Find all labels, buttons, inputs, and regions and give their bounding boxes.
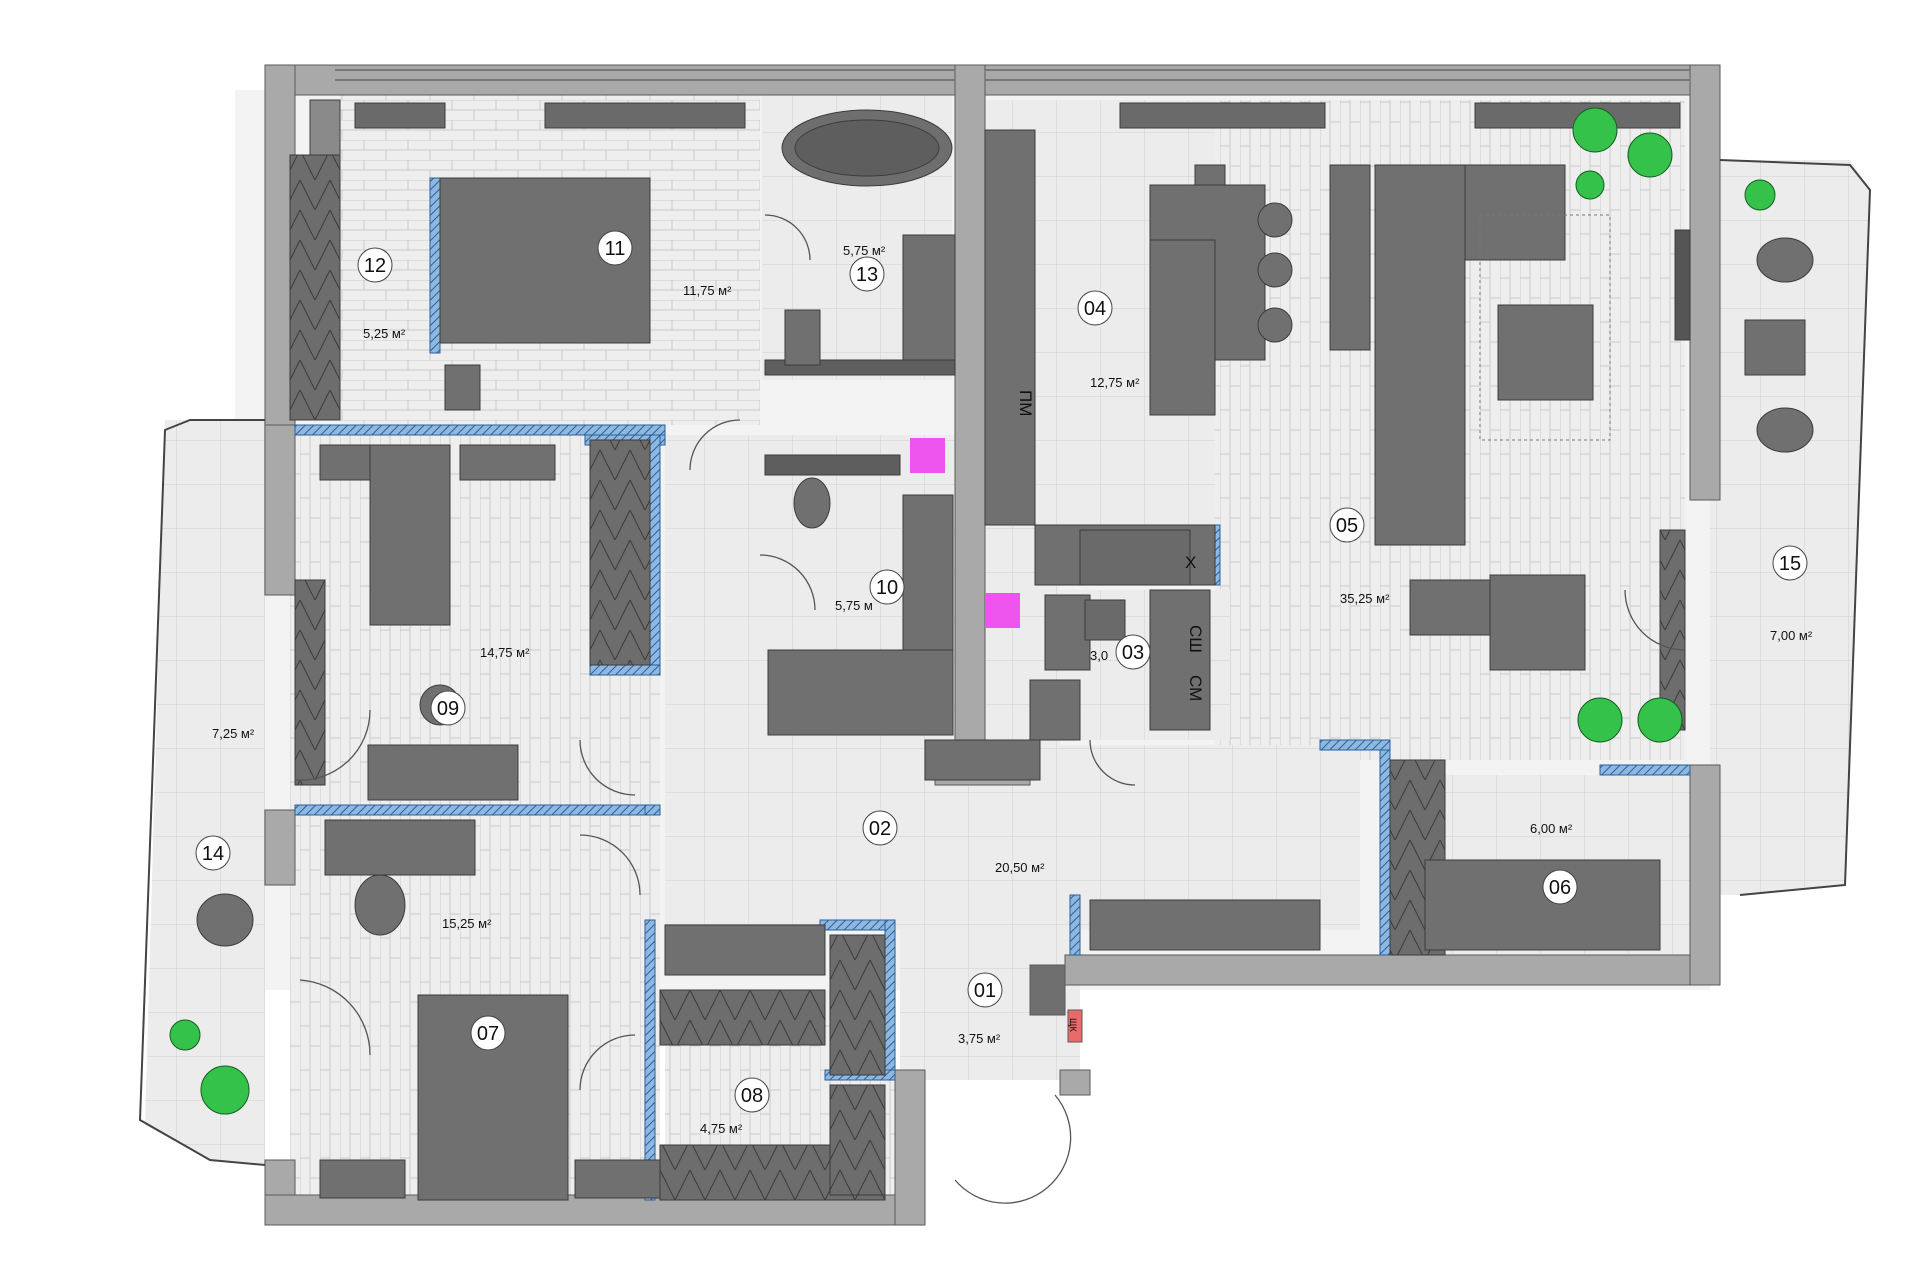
svg-text:11,75 м²: 11,75 м² [683,283,732,298]
room-02-label: 02 20,50 м² [862,810,1045,875]
doors [294,214,1686,1204]
svg-text:5,75 м²: 5,75 м² [843,243,886,258]
svg-text:10: 10 [876,577,898,599]
svg-text:12: 12 [364,255,386,277]
washer-mark: СМ [1186,675,1205,701]
room-02b-floor [760,745,1360,930]
risers [910,438,1020,628]
svg-text:11: 11 [605,238,626,260]
svg-text:07: 07 [477,1023,499,1045]
dryer-mark: СШ [1186,625,1205,653]
room-10-label: 105,75 м [835,569,905,613]
room-01-label: 01 3,75 м² [958,972,1003,1046]
svg-text:13: 13 [856,264,878,286]
svg-text:09: 09 [437,698,459,720]
svg-text:12,75 м²: 12,75 м² [1090,375,1140,390]
room-03-label: 033,0 [1090,634,1151,670]
room-14-label: 14 7,25 м² [195,726,255,871]
plants [169,107,1776,1115]
svg-text:14,75 м²: 14,75 м² [480,645,530,660]
svg-text:05: 05 [1336,515,1358,537]
room-08-label: 08 4,75 м² [700,1077,770,1136]
balcony-14-floor [145,420,265,1165]
room-13-label: 13 5,75 м² [843,243,886,292]
svg-text:06: 06 [1549,877,1571,899]
svg-text:03: 03 [1122,642,1144,664]
svg-text:04: 04 [1084,298,1106,320]
room-11-label: 11 11,75 м² [597,230,732,298]
furniture [196,99,1814,1201]
svg-text:4,75 м²: 4,75 м² [700,1121,743,1136]
svg-text:15,25 м²: 15,25 м² [442,916,492,931]
svg-text:3,75 м²: 3,75 м² [958,1031,1001,1046]
svg-text:5,25 м²: 5,25 м² [363,326,406,341]
svg-text:14: 14 [202,843,224,865]
room-15-label: 15 7,00 м² [1770,545,1813,643]
svg-text:7,00 м²: 7,00 м² [1770,628,1813,643]
svg-text:02: 02 [869,818,891,840]
fridge-mark: Х [1185,553,1196,572]
appliance-marks: ПМ Х СШ СМ ЩК [1016,390,1205,1032]
room-04-label: 04 12,75 м² [1077,290,1140,390]
room-05-label: 05 35,25 м² [1329,507,1390,606]
svg-text:01: 01 [974,980,996,1002]
room-07-label: 07 15,25 м² [442,916,506,1051]
dishwasher-mark: ПМ [1016,390,1035,416]
room-06-label: 06 6,00 м² [1530,821,1578,905]
svg-text:3,0: 3,0 [1090,648,1108,663]
svg-text:7,25 м²: 7,25 м² [212,726,255,741]
svg-text:20,50 м²: 20,50 м² [995,860,1045,875]
svg-text:5,75 м: 5,75 м [835,598,873,613]
svg-text:6,00 м²: 6,00 м² [1530,821,1573,836]
panel-mark: ЩК [1068,1018,1078,1032]
room-12-label: 12 5,25 м² [357,247,406,341]
balcony-outlines [138,159,1872,1166]
windows [335,69,1690,81]
svg-text:35,25 м²: 35,25 м² [1340,591,1390,606]
svg-text:15: 15 [1779,553,1801,575]
svg-text:08: 08 [741,1085,763,1107]
room-09-label: 09 14,75 м² [430,645,530,726]
